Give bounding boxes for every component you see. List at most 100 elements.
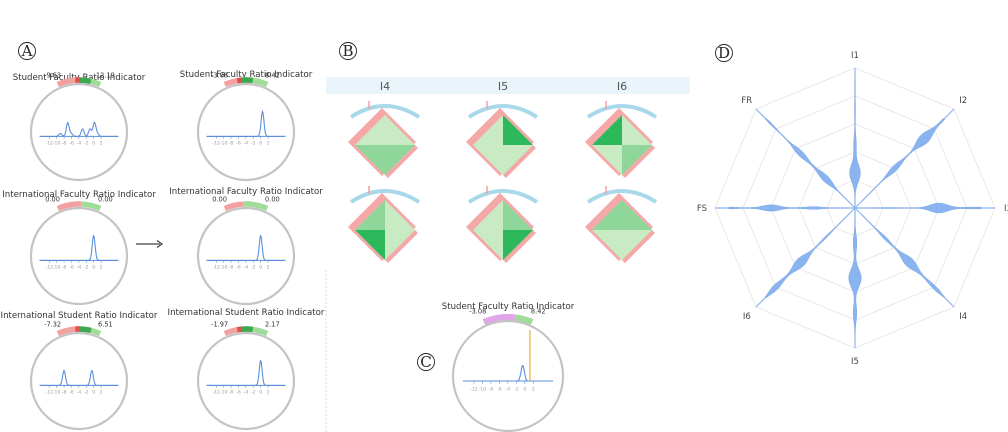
gauge-arc-positive — [243, 201, 269, 212]
gauge-arc-negative — [223, 201, 244, 212]
comparison-glyph — [466, 186, 539, 263]
comparison-glyph — [348, 101, 421, 178]
axis-tick-label: -2 — [251, 141, 256, 147]
radar-axis-label: FR — [741, 96, 752, 106]
density-curve — [462, 364, 554, 382]
axis-tick-label: -10 — [53, 141, 61, 147]
glyph-arc — [467, 104, 539, 119]
density-curve — [39, 121, 119, 137]
comparison-glyph — [466, 101, 539, 178]
glyph-quadrant — [355, 200, 385, 230]
axis-tick-label: -8 — [62, 141, 67, 147]
axis-tick-label: -6 — [236, 390, 241, 396]
glyph-quadrant — [355, 145, 385, 175]
column-header-i5: I5 — [498, 80, 508, 93]
radar-axis-label: I4 — [959, 312, 967, 322]
axis-tick-label: -8 — [489, 386, 494, 392]
axis-tick-label: -2 — [84, 390, 89, 396]
radar-axis-label: I2 — [959, 96, 967, 106]
axis-tick-label: -12 — [212, 390, 220, 396]
radar-axis-label: I1 — [851, 51, 859, 61]
indicator-title: International Faculty Ratio Indicator — [2, 190, 156, 200]
column-header-bar — [326, 77, 690, 94]
axis-tick-label: -12 — [45, 265, 53, 271]
axis-tick-label: 0 — [92, 141, 95, 147]
axis-tick-label: -4 — [506, 386, 511, 392]
gauge-max-label: 12.19 — [96, 71, 115, 79]
gauge-arc-current — [78, 77, 92, 85]
panel-d-letter: D — [718, 44, 730, 62]
axis-tick-label: 2 — [267, 265, 270, 271]
gauge-max-label: 6.51 — [98, 320, 113, 328]
panel-c-label: C — [417, 353, 435, 371]
density-curve — [206, 359, 286, 386]
axis-tick-label: -4 — [77, 390, 82, 396]
gauge-min-label: 0.00 — [45, 195, 60, 203]
axis-tick-label: -8 — [229, 265, 234, 271]
axis-tick-label: 2 — [100, 141, 103, 147]
glyph-quadrant — [385, 145, 415, 175]
density-curve — [206, 109, 286, 137]
gauge-arc-current — [236, 77, 242, 84]
panel-a-label: A — [18, 42, 36, 60]
axis-tick-label: -10 — [220, 390, 228, 396]
density-curve — [39, 369, 119, 386]
gauge-max-label: 0.00 — [98, 195, 113, 203]
axis-tick-label: -4 — [77, 265, 82, 271]
gauge-arc-negative — [482, 313, 516, 326]
axis-tick-label: 0 — [259, 390, 262, 396]
axis-tick-label: -12 — [45, 390, 53, 396]
gauge-min-label: -9.63 — [44, 71, 61, 79]
radar-violin-i4 — [862, 215, 945, 298]
axis-tick-label: -10 — [220, 141, 228, 147]
column-header-i6: I6 — [617, 80, 627, 93]
indicator-title: Student Faculty Ratio Indicator — [442, 302, 575, 312]
gauge-min-label: -3.08 — [211, 71, 228, 79]
glyph-quadrant — [503, 230, 533, 260]
axis-tick-label: -6 — [69, 141, 74, 147]
axis-tick-label: 2 — [267, 390, 270, 396]
indicator-title: Student Faculty Ratio Indicator — [180, 70, 313, 80]
glyph-quadrant — [622, 200, 652, 230]
indicator-title: International Student Ratio Indicator — [168, 308, 325, 318]
indicator-circle — [29, 206, 129, 306]
axis-tick-label: -8 — [229, 390, 234, 396]
axis-tick-label: -6 — [497, 386, 502, 392]
axis-tick-label: 0 — [259, 141, 262, 147]
indicator-circle — [451, 319, 565, 432]
glyph-arc — [586, 104, 658, 119]
gauge-arc-positive — [514, 314, 534, 326]
axis-tick-label: -8 — [62, 390, 67, 396]
radar-violin-fr — [765, 118, 848, 201]
panel-c-letter: C — [420, 353, 431, 371]
radar-violin-fs — [728, 204, 844, 212]
axis-tick-label: -12 — [212, 265, 220, 271]
axis-tick-label: -10 — [220, 265, 228, 271]
glyph-quadrant — [355, 230, 385, 260]
axis-tick-label: -6 — [69, 390, 74, 396]
axis-tick-label: -4 — [244, 141, 249, 147]
axis-tick-label: -12 — [212, 141, 220, 147]
axis-tick-label: -10 — [53, 265, 61, 271]
comparison-glyph — [585, 101, 658, 178]
radar-axis-label: I6 — [743, 312, 751, 322]
axis-tick-label: -10 — [53, 390, 61, 396]
radar-axis-label: I5 — [851, 357, 859, 367]
glyph-arc — [467, 189, 539, 204]
density-curve — [206, 234, 286, 261]
axis-tick-label: 2 — [100, 390, 103, 396]
gauge-min-label: -7.32 — [44, 320, 61, 328]
glyph-quadrant — [473, 145, 503, 175]
gauge-min-label: -3.08 — [469, 308, 486, 316]
axis-tick-label: -2 — [514, 386, 519, 392]
gauge-arc-current — [236, 326, 242, 333]
axis-tick-label: -8 — [229, 141, 234, 147]
indicator-circle — [29, 331, 129, 431]
